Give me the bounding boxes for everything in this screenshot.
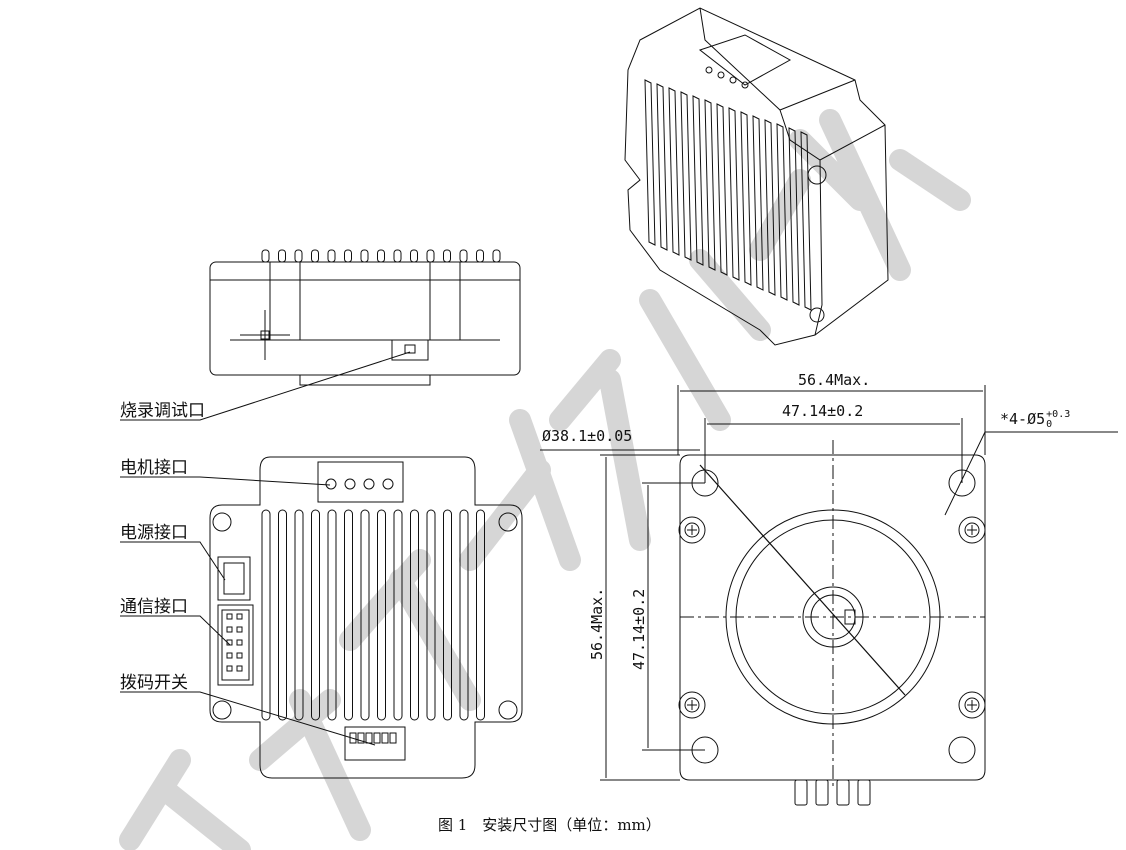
heatsink-fin	[443, 509, 452, 721]
iso-fin	[692, 95, 704, 266]
iso-fin	[776, 123, 788, 301]
side-fin	[426, 249, 435, 263]
iso-fin	[716, 103, 728, 276]
screw-head	[964, 522, 980, 538]
front-view	[540, 440, 986, 806]
side-view	[209, 249, 521, 386]
screw-cross	[967, 525, 977, 535]
side-fin	[377, 249, 385, 263]
side-fin	[410, 249, 418, 263]
leader-lines	[120, 351, 411, 746]
heatsink-fin	[459, 509, 469, 721]
dim-holes-tol-upper: +0.3	[1046, 409, 1071, 420]
side-fin	[261, 249, 270, 263]
iso-fin	[740, 111, 752, 286]
iso-fin	[644, 79, 656, 246]
side-fin	[278, 249, 286, 263]
side-fin	[393, 249, 402, 263]
dim-hole-spacing: 47.14±0.2	[782, 402, 864, 420]
heatsink-fin	[261, 509, 271, 721]
heatsink-fin	[278, 509, 287, 721]
dim-holes-tol-lower: 0	[1046, 419, 1053, 430]
dim-hole-spacing-vertical: 47.14±0.2	[630, 588, 648, 670]
dim-holes-text: *4-Ø5	[1000, 410, 1046, 428]
side-fin	[344, 249, 352, 263]
top-view	[209, 456, 523, 779]
screw-cross	[687, 700, 697, 710]
dim-height-max: 56.4Max.	[588, 587, 606, 660]
heatsink-fin	[360, 509, 370, 721]
isometric-view	[624, 7, 889, 346]
connector-pin	[815, 779, 829, 806]
connector-pin	[794, 779, 808, 806]
heatsink-fin	[476, 509, 485, 721]
screw-outer	[958, 691, 986, 719]
iso-fin	[800, 131, 812, 311]
dip-switch-lever	[373, 732, 381, 744]
dip-switch-lever	[349, 732, 357, 744]
label-burn-debug-port: 烧录调试口	[120, 401, 205, 421]
heatsink-fin	[327, 509, 337, 721]
comm-pin	[236, 626, 243, 633]
figure-caption: 图 1 安装尺寸图（单位：mm）	[438, 816, 661, 834]
iso-fin	[764, 119, 776, 296]
screw-outer	[678, 691, 706, 719]
screw-outer	[958, 516, 986, 544]
label-comm-port: 通信接口	[120, 597, 188, 617]
iso-fin	[704, 99, 716, 271]
iso-fin	[680, 91, 692, 261]
screw-head	[684, 522, 700, 538]
side-fin	[492, 249, 501, 263]
label-motor-port: 电机接口	[120, 458, 188, 478]
dip-switch-lever	[381, 732, 389, 744]
comm-pin	[236, 613, 243, 620]
comm-pin	[236, 665, 243, 672]
side-fin	[294, 249, 303, 263]
side-fin	[443, 249, 451, 263]
screw-cross	[967, 700, 977, 710]
iso-fin	[752, 115, 764, 291]
heatsink-fin	[294, 509, 304, 721]
connector-pin	[857, 779, 871, 806]
heatsink-fin	[410, 509, 419, 721]
screw-head	[684, 697, 700, 713]
side-fin	[476, 249, 484, 263]
screw-outer	[678, 516, 706, 544]
comm-pin	[226, 652, 233, 659]
screw-cross	[687, 525, 697, 535]
label-power-port: 电源接口	[120, 523, 188, 543]
dim-pilot-diameter: Ø38.1±0.05	[542, 427, 633, 445]
comm-pin	[226, 626, 233, 633]
dip-switch-lever	[365, 732, 373, 744]
dip-switch-lever	[357, 732, 365, 744]
dimension-lines	[600, 385, 1118, 781]
screw-head	[964, 697, 980, 713]
label-dip-switch: 拨码开关	[120, 673, 188, 693]
heatsink-fin	[377, 509, 386, 721]
iso-fin	[728, 107, 740, 281]
heatsink-fin	[426, 509, 436, 721]
iso-fin	[656, 83, 668, 251]
iso-fin	[788, 127, 800, 306]
dim-width-max: 56.4Max.	[798, 371, 871, 389]
comm-pin	[226, 665, 233, 672]
comm-pin	[236, 639, 243, 646]
side-fin	[360, 249, 369, 263]
heatsink-fin	[344, 509, 353, 721]
side-fin	[459, 249, 468, 263]
comm-pin	[226, 613, 233, 620]
heatsink-fin	[311, 509, 320, 721]
side-fin	[327, 249, 336, 263]
watermark	[119, 109, 971, 850]
comm-pin	[236, 652, 243, 659]
iso-fin	[668, 87, 680, 256]
dip-switch-lever	[389, 732, 397, 744]
side-fin	[311, 249, 319, 263]
heatsink-fin	[393, 509, 403, 721]
connector-pin	[836, 779, 850, 806]
